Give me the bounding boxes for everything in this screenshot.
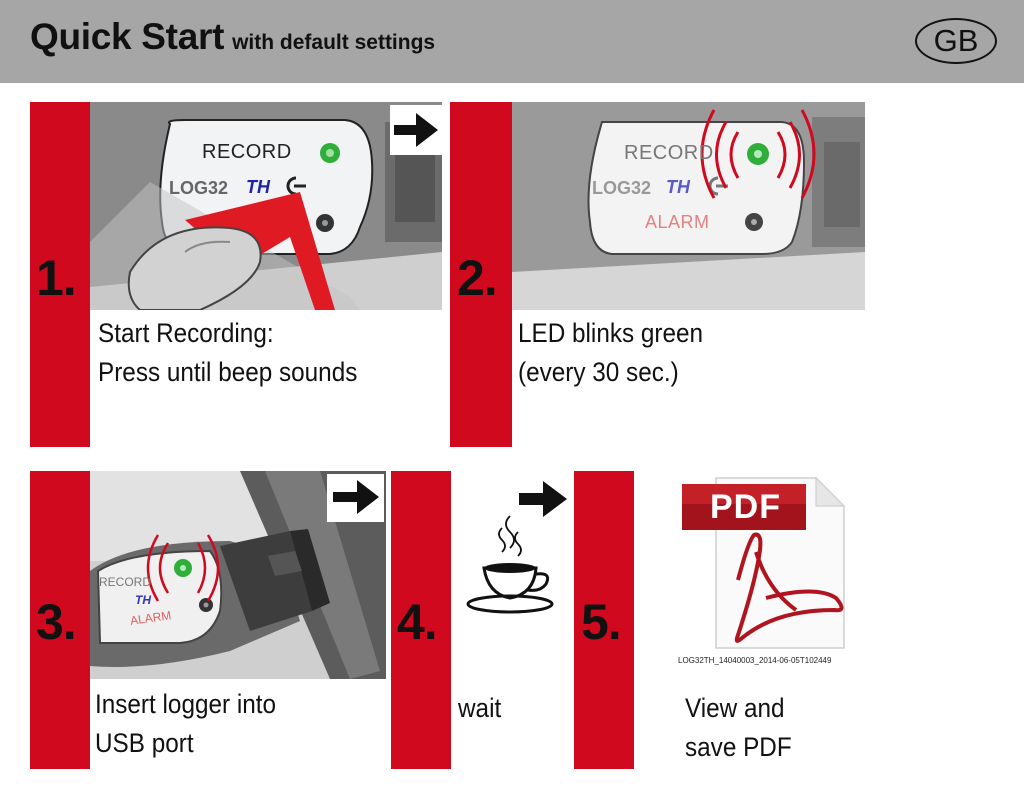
step-1-caption: Start Recording: Press until beep sounds (98, 314, 357, 392)
arrow-1-to-2 (390, 105, 442, 155)
step-2-record-label: RECORD (624, 142, 714, 164)
right-arrow-icon (519, 481, 567, 517)
step-3-model-suffix: TH (135, 593, 151, 607)
right-arrow-icon (394, 113, 438, 147)
step-2-caption: LED blinks green (every 30 sec.) (518, 314, 703, 392)
step-2-caption-line1: LED blinks green (518, 318, 704, 348)
step-4-bar (391, 471, 451, 769)
step-3-caption-line1: Insert logger into (95, 689, 277, 719)
header-bar: Quick Start with default settings GB (0, 0, 1024, 83)
arrow-4-to-5 (515, 474, 572, 524)
language-badge: GB (915, 18, 997, 64)
coffee-cup-icon (466, 515, 554, 614)
step-5-bar (574, 471, 634, 769)
step-4-number: 4. (397, 594, 438, 650)
step-5-caption: View and save PDF (685, 689, 792, 767)
title-main: Quick Start (30, 16, 225, 57)
pdf-label: PDF (710, 488, 781, 526)
step-2-caption-line2: (every 30 sec.) (518, 357, 679, 387)
step-2-bar (450, 102, 512, 447)
step-1-caption-line1: Start Recording: (98, 318, 274, 348)
step-1-caption-line2: Press until beep sounds (98, 357, 358, 387)
step-2-number: 2. (457, 250, 498, 306)
step-2-model-label: LOG32 (592, 178, 652, 198)
step-2-model-suffix: TH (666, 177, 690, 197)
arrow-3-to-4 (327, 474, 384, 522)
step-3-caption: Insert logger into USB port (95, 685, 276, 763)
step-1-bar (30, 102, 90, 447)
step-3-bar (30, 471, 90, 769)
pdf-filename: LOG32TH_14040003_2014-06-05T102449 (678, 656, 832, 665)
step-3-number: 3. (36, 594, 77, 650)
pdf-document-icon (682, 476, 846, 649)
pdf-file-icon[interactable]: PDF LOG32TH_14040003_2014-06-05T102449 (676, 470, 846, 670)
step-1-model-label: LOG32 (169, 178, 229, 198)
step-1-model-suffix: TH (246, 177, 270, 197)
step-5-number: 5. (581, 594, 622, 650)
step-2-alarm-label: ALARM (645, 212, 710, 232)
page-title: Quick Start with default settings (30, 16, 435, 58)
right-arrow-icon (333, 480, 379, 514)
step-3-caption-line2: USB port (95, 728, 194, 758)
step-2-photo: RECORD LOG32 TH ALARM (512, 102, 865, 310)
step-3-record-label: RECORD (99, 575, 152, 589)
step-1-photo: RECORD LOG32 TH (90, 102, 442, 310)
step-1-record-label: RECORD (202, 141, 292, 163)
step-5-caption-line2: save PDF (685, 732, 792, 762)
step-1-number: 1. (36, 250, 77, 306)
step-4-caption-line1: wait (458, 693, 502, 723)
step-4-caption: wait (458, 689, 501, 728)
title-subtitle: with default settings (232, 31, 436, 54)
step-5-caption-line1: View and (685, 693, 785, 723)
